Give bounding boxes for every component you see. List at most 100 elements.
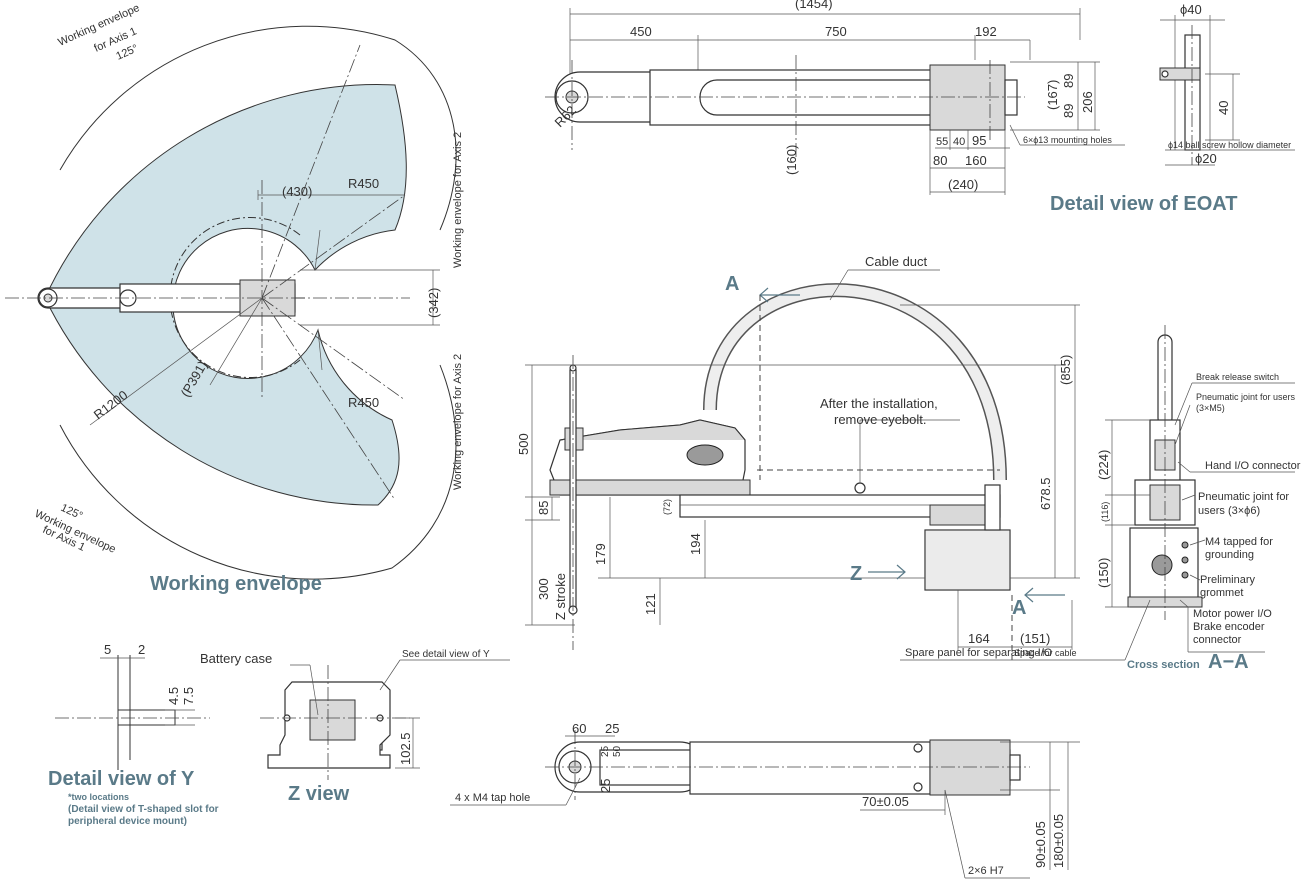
- dim-80: 80: [933, 153, 947, 168]
- pneumatic-joint2-label-2: users (3×ϕ6): [1198, 505, 1260, 517]
- cross-section-label: A−A: [1208, 651, 1249, 673]
- cross-section-view: (224) (116) (150) Break release switch P…: [900, 325, 1301, 673]
- cross-section-prefix: Cross section: [1127, 659, 1200, 671]
- eoat-phi20: ϕ20: [1195, 151, 1217, 166]
- eoat-hollow-label: ϕ14 ball screw hollow diameter: [1168, 140, 1291, 150]
- title-z-view: Z view: [288, 783, 350, 805]
- dim-60: 60: [572, 721, 586, 736]
- spare-panel-label: Spare panel for separating I/O: [905, 647, 1053, 659]
- side-view: Cable duct A After the installation, rem…: [516, 254, 1080, 660]
- motor-power-label-1: Motor power I/O: [1193, 608, 1272, 620]
- dim-116: (116): [1100, 502, 1110, 522]
- dim-y-2: 2: [138, 642, 145, 657]
- motor-power-label-2: Brake encoder: [1193, 621, 1265, 633]
- axis2-envelope-lines: [300, 229, 440, 371]
- dim-300: 300: [536, 578, 551, 600]
- dim-90: 90±0.05: [1033, 821, 1048, 868]
- dim-70: 70±0.05: [862, 794, 909, 809]
- h7-label: 2×6 H7: [968, 865, 1004, 877]
- eoat-detail-view: ϕ40 40 ϕ14 ball screw hollow diameter ϕ2…: [1050, 2, 1295, 215]
- axis1-top-label-3: 125°: [114, 43, 140, 63]
- dim-179: 179: [593, 543, 608, 565]
- eyebolt-note-1: After the installation,: [820, 396, 938, 411]
- dim-25-side: 25: [600, 745, 611, 757]
- working-envelope-view: (430) R450 R450 (342) (P391) R1200 Worki…: [5, 2, 464, 595]
- axis2-lower-label: Working envelope for Axis 2: [452, 354, 464, 490]
- dim-240: (240): [948, 177, 978, 192]
- dim-194: 194: [688, 533, 703, 555]
- dim-89-lower: 89: [1061, 104, 1076, 118]
- dim-164: 164: [968, 631, 990, 646]
- see-detail-y-label: See detail view of Y: [402, 649, 490, 660]
- dim-95: 95: [972, 133, 986, 148]
- dim-678-5: 678.5: [1038, 477, 1053, 510]
- mounting-holes-label: 6×ϕ13 mounting holes: [1023, 135, 1112, 145]
- dim-150: (150): [1096, 558, 1111, 588]
- section-mark-a-bottom: A: [1012, 597, 1026, 619]
- dim-206: 206: [1080, 91, 1095, 113]
- pneumatic-joint1-label-1: Pneumatic joint for users: [1196, 392, 1296, 402]
- axis1-envelope-arc: [59, 25, 457, 580]
- pneumatic-joint1-label-2: (3×M5): [1196, 403, 1225, 413]
- dim-y-7-5: 7.5: [181, 687, 196, 705]
- hand-io-label: Hand I/O connector: [1205, 460, 1301, 472]
- dim-430: (430): [282, 184, 312, 199]
- axis2-upper-label: Working envelope for Axis 2: [452, 132, 464, 268]
- dim-160: 160: [965, 153, 987, 168]
- dim-192: 192: [975, 24, 997, 39]
- top-view: (1454) 450 750 192 R62 (160) (167) 89 89…: [545, 0, 1125, 195]
- motor-power-label-3: connector: [1193, 634, 1242, 646]
- eoat-40: 40: [1216, 101, 1231, 115]
- m4-tapped-label-2: grounding: [1205, 549, 1254, 561]
- detail-y-note-3: peripheral device mount): [68, 816, 187, 827]
- dim-102-5: 102.5: [398, 732, 413, 765]
- dim-40: 40: [953, 136, 965, 148]
- dim-50: 50: [612, 745, 623, 757]
- dim-167: (167): [1045, 80, 1060, 110]
- eoat-phi40: ϕ40: [1180, 2, 1202, 17]
- dim-85: 85: [536, 501, 551, 515]
- dim-500: 500: [516, 433, 531, 455]
- detail-y-view: 5 2 4.5 7.5 Detail view of Y *two locati…: [48, 642, 219, 827]
- eyebolt-note-2: remove eyebolt.: [834, 412, 927, 427]
- dim-y-4-5: 4.5: [166, 687, 181, 705]
- dim-224: (224): [1096, 450, 1111, 480]
- dim-180: 180±0.05: [1051, 814, 1066, 868]
- dim-25-bottom: 25: [598, 779, 613, 793]
- battery-case-label: Battery case: [200, 651, 272, 666]
- dim-72: (72): [662, 499, 672, 515]
- space-for-cable-label: Space for cable: [1014, 648, 1077, 658]
- detail-y-note-1: *two locations: [68, 792, 129, 802]
- grommet-label-2: grommet: [1200, 587, 1243, 599]
- dim-750: 750: [825, 24, 847, 39]
- dim-342: (342): [426, 288, 441, 318]
- title-working-envelope: Working envelope: [150, 573, 322, 595]
- view-mark-z: Z: [850, 563, 862, 585]
- break-release-label: Break release switch: [1196, 372, 1279, 382]
- dim-121: 121: [643, 593, 658, 615]
- dim-151: (151): [1020, 631, 1050, 646]
- dim-160-vertical: (160): [784, 145, 799, 175]
- title-detail-y: Detail view of Y: [48, 768, 195, 790]
- z-stroke-label: Z stroke: [553, 573, 568, 620]
- dim-89-upper: 89: [1061, 74, 1076, 88]
- dim-25-top: 25: [605, 721, 619, 736]
- dim-r450-upper: R450: [348, 176, 379, 191]
- cable-duct-label: Cable duct: [865, 254, 928, 269]
- bottom-view: 60 25 25 50 25 4 x M4 tap hole 70±0.05 9…: [450, 721, 1080, 879]
- section-mark-a-top: A: [725, 273, 739, 295]
- grommet-label-1: Preliminary: [1200, 574, 1256, 586]
- dim-450: 450: [630, 24, 652, 39]
- m4-tapped-label-1: M4 tapped for: [1205, 536, 1273, 548]
- detail-y-note-2: (Detail view of T-shaped slot for: [68, 804, 219, 815]
- dim-1454: (1454): [795, 0, 833, 11]
- dim-y-5: 5: [104, 642, 111, 657]
- dim-r450-lower: R450: [348, 395, 379, 410]
- pneumatic-joint2-label-1: Pneumatic joint for: [1198, 491, 1289, 503]
- dim-55: 55: [936, 136, 948, 148]
- tap-hole-label: 4 x M4 tap hole: [455, 792, 530, 804]
- dim-855: (855): [1058, 355, 1073, 385]
- z-view: 102.5 Battery case See detail view of Y …: [200, 649, 510, 805]
- title-detail-eoat: Detail view of EOAT: [1050, 193, 1237, 215]
